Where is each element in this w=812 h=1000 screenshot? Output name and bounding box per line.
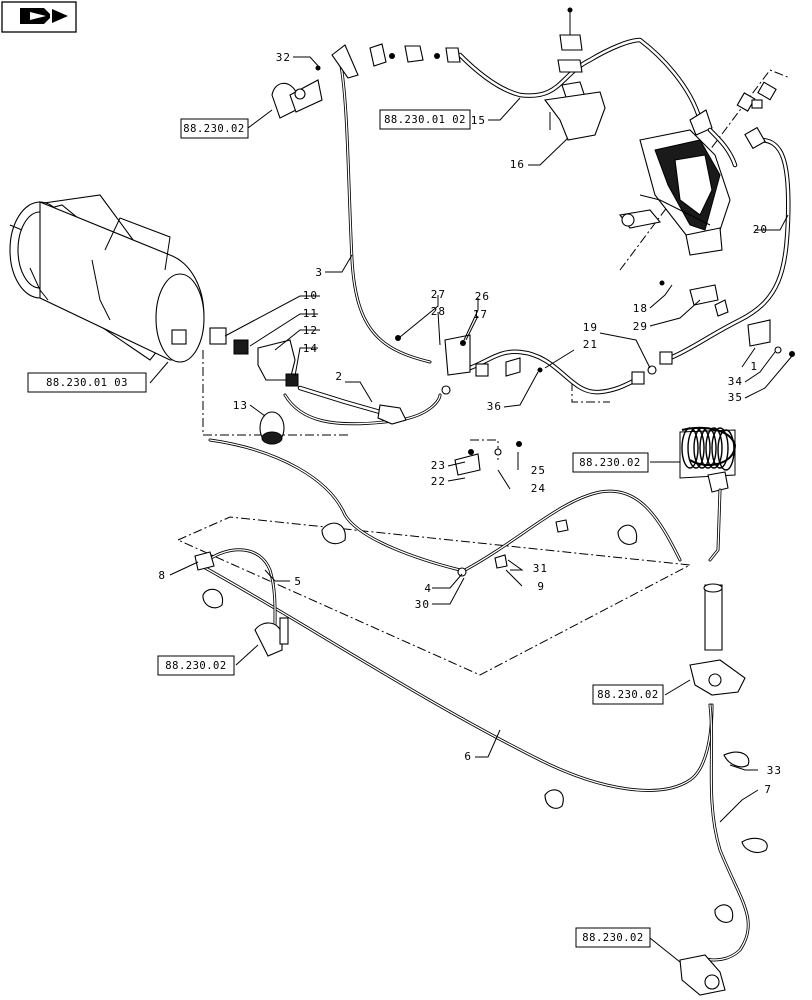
reference-box-5[interactable]: 88.230.02	[157, 655, 235, 676]
callout-27: 27	[431, 288, 446, 301]
callout-12: 12	[303, 324, 318, 337]
reference-label-7: 88.230.02	[582, 932, 643, 944]
callout-5: 5	[294, 575, 302, 588]
reference-label-4: 88.230.02	[579, 457, 640, 469]
callout-29: 29	[633, 320, 648, 333]
callout-14: 14	[303, 342, 318, 355]
callout-15: 15	[471, 114, 486, 127]
tube-21	[467, 349, 657, 395]
callout-3: 3	[315, 266, 323, 279]
callout-30: 30	[415, 598, 430, 611]
callout-31: 31	[533, 562, 548, 575]
callout-36: 36	[487, 400, 502, 413]
callout-11: 11	[303, 307, 318, 320]
callout-10: 10	[303, 289, 318, 302]
callout-32: 32	[276, 51, 291, 64]
callout-20: 20	[753, 223, 768, 236]
cable-5	[194, 548, 289, 657]
tube-3	[331, 44, 432, 364]
reference-box-7[interactable]: 88.230.02	[575, 927, 651, 948]
clamps	[202, 522, 768, 923]
connector-32	[271, 65, 323, 119]
callout-35: 35	[728, 391, 743, 404]
leader-lines	[149, 56, 793, 963]
reference-box-2[interactable]: 88.230.01 02	[379, 109, 471, 130]
next-page-arrow-icon[interactable]	[1, 1, 77, 33]
callout-24: 24	[531, 482, 546, 495]
callout-6: 6	[464, 750, 472, 763]
valve-12	[209, 327, 451, 445]
cable-6	[198, 563, 714, 792]
cable-7	[679, 703, 750, 996]
brake-valve-assembly	[619, 81, 777, 256]
callout-9: 9	[537, 580, 545, 593]
tube-15	[369, 37, 703, 123]
reference-label-3: 88.230.01 03	[46, 377, 128, 389]
callout-labels: 1 2 3 4 5 6 7 8 9 10 11 12 13 14 15 16 1…	[158, 51, 782, 796]
callout-4: 4	[424, 582, 432, 595]
callout-28: 28	[431, 305, 446, 318]
callout-1: 1	[750, 360, 758, 373]
reference-label-1: 88.230.02	[183, 123, 244, 135]
callout-23: 23	[431, 459, 446, 472]
air-tank	[9, 194, 205, 363]
bracket-16	[544, 7, 606, 141]
callout-17: 17	[473, 308, 488, 321]
callout-8: 8	[158, 569, 166, 582]
callout-13: 13	[233, 399, 248, 412]
callout-34: 34	[728, 375, 743, 388]
reference-box-4[interactable]: 88.230.02	[572, 452, 649, 473]
reference-box-6[interactable]: 88.230.02	[592, 684, 664, 705]
callout-18: 18	[633, 302, 648, 315]
coiled-cord	[679, 426, 746, 696]
callout-16: 16	[510, 158, 525, 171]
callout-33: 33	[767, 764, 782, 777]
callout-26: 26	[475, 290, 490, 303]
callout-2: 2	[335, 370, 343, 383]
reference-box-3[interactable]: 88.230.01 03	[27, 372, 147, 393]
callout-22: 22	[431, 475, 446, 488]
reference-label-6: 88.230.02	[597, 689, 658, 701]
cable-4	[208, 438, 682, 577]
hose-2	[283, 385, 442, 426]
tube-20	[659, 126, 791, 365]
callout-21: 21	[583, 338, 598, 351]
callout-19: 19	[583, 321, 598, 334]
callout-25: 25	[531, 464, 546, 477]
reference-label-5: 88.230.02	[165, 660, 226, 672]
brackets-center	[444, 280, 795, 476]
callout-7: 7	[764, 783, 772, 796]
reference-box-1[interactable]: 88.230.02	[180, 118, 249, 139]
reference-label-2: 88.230.01 02	[384, 114, 466, 126]
